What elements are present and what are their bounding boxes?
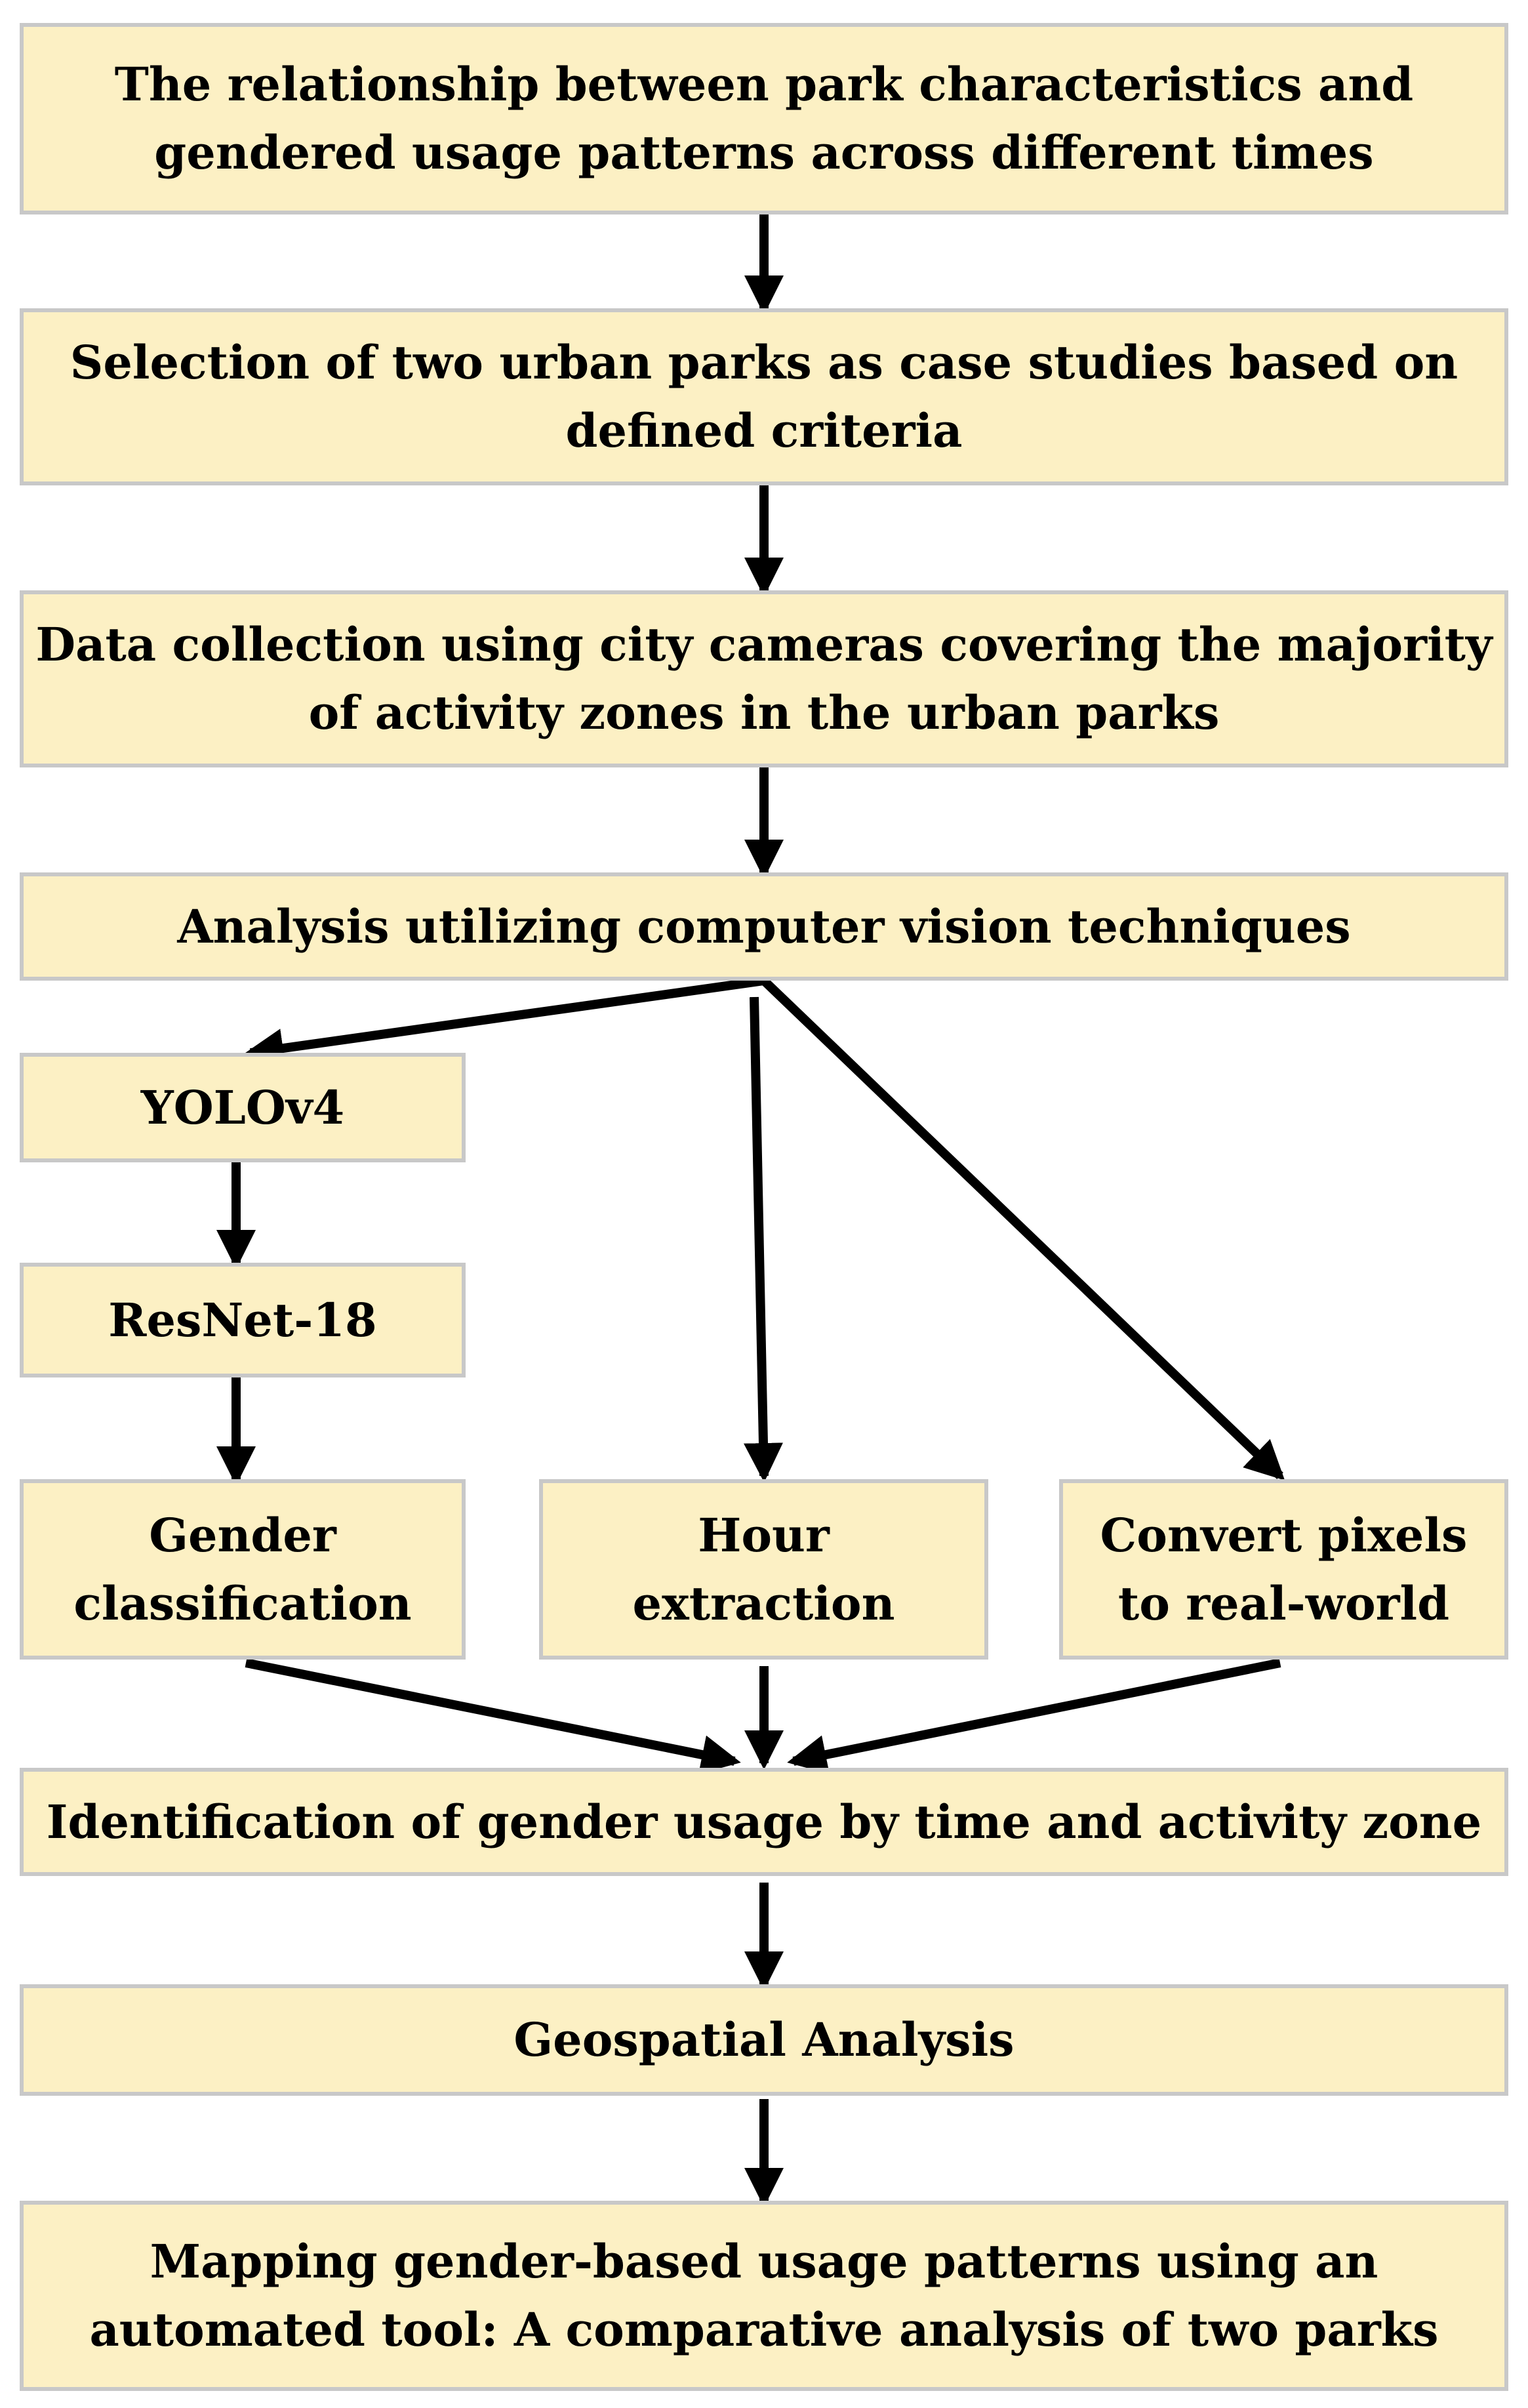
convert-pixels-text: Convert pixels to real-world [1100, 1507, 1468, 1631]
identification-box: Identification of gender usage by time a… [20, 1768, 1508, 1876]
convert-pixels-box: Convert pixels to real-world [1059, 1479, 1508, 1660]
park-selection-box: Selection of two urban parks as case stu… [20, 308, 1508, 485]
data-collection-box: Data collection using city cameras cover… [20, 590, 1508, 767]
yolo-text: YOLOv4 [140, 1080, 345, 1135]
research-question-text: The relationship between park characteri… [114, 57, 1414, 180]
mapping-text: Mapping gender-based usage patterns usin… [89, 2234, 1439, 2357]
analysis-text: Analysis utilizing computer vision techn… [177, 899, 1351, 954]
gender-classification-box: Gender classification [20, 1479, 466, 1660]
identification-text: Identification of gender usage by time a… [46, 1794, 1482, 1849]
hour-extraction-text: Hour extraction [632, 1507, 895, 1631]
hour-extraction-box: Hour extraction [539, 1479, 988, 1660]
research-question-box: The relationship between park characteri… [20, 23, 1508, 214]
yolo-box: YOLOv4 [20, 1053, 466, 1162]
geospatial-box: Geospatial Analysis [20, 1984, 1508, 2096]
resnet-text: ResNet-18 [108, 1292, 377, 1347]
gender-classification-text: Gender classification [73, 1507, 412, 1631]
arrow-analysis-to-convert [761, 977, 1285, 1480]
data-collection-text: Data collection using city cameras cover… [35, 617, 1493, 740]
analysis-box: Analysis utilizing computer vision techn… [20, 872, 1508, 981]
arrow-analysis-to-hour [743, 996, 783, 1482]
resnet-box: ResNet-18 [20, 1263, 466, 1377]
geospatial-text: Geospatial Analysis [513, 2012, 1015, 2067]
park-selection-text: Selection of two urban parks as case stu… [70, 335, 1458, 458]
arrow-analysis-to-yolo [244, 976, 765, 1068]
arrow-gender-to-identification [245, 1658, 741, 1774]
mapping-box: Mapping gender-based usage patterns usin… [20, 2201, 1508, 2391]
arrow-convert-to-identification [787, 1658, 1281, 1774]
